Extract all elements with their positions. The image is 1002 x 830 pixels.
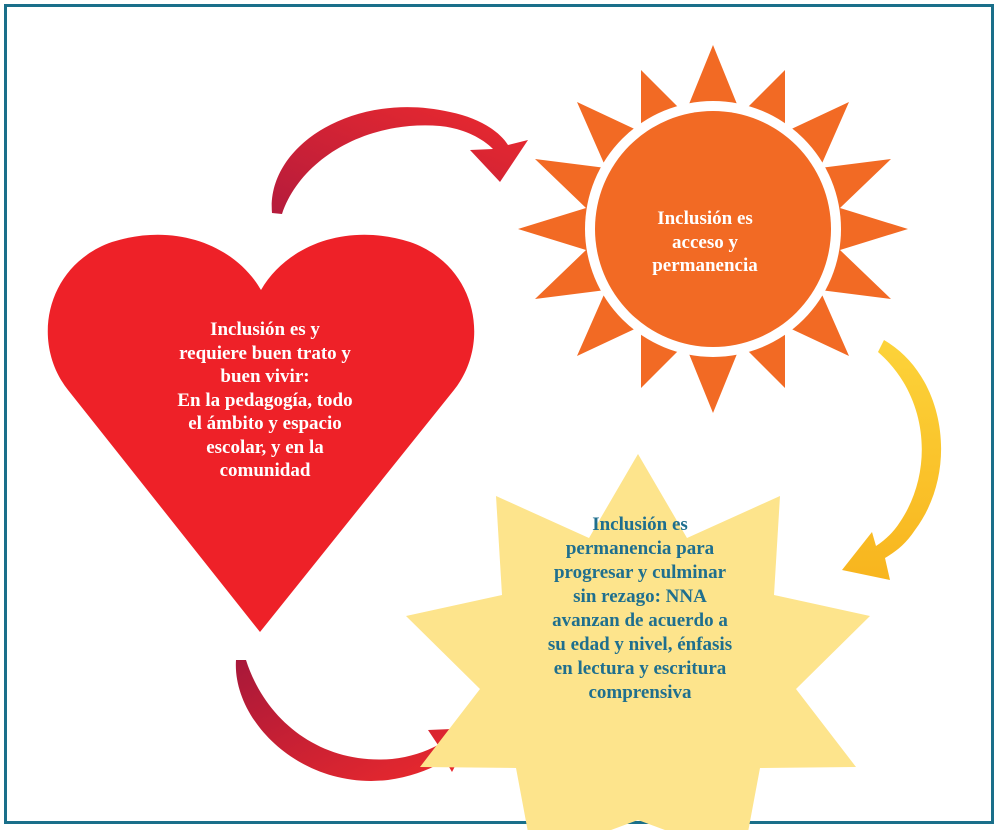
star-label-line: avanzan de acuerdo a [552,610,728,631]
heart-label-line: buen vivir: [220,366,310,387]
star-label-line: Inclusión es [592,514,688,535]
heart-label-line: escolar, y en la [206,436,324,458]
sun-label-line: acceso y [672,231,738,253]
heart-label-line: Inclusión es y [210,319,320,340]
star-label-line: progresar y culminar [553,562,727,583]
star-label-line: su edad y nivel, énfasis [547,634,733,655]
star-label-line: sin rezago: NNA [573,586,707,607]
sun-label: Inclusión es acceso y permanencia [605,207,805,278]
star-label-line: comprensiva [588,682,692,703]
star-label: Inclusión es permanencia para progresar … [490,513,790,705]
arrow-heart-to-star [235,660,475,781]
star-label-line: en lectura y escritura [553,658,727,679]
sun-disk [595,111,831,347]
star-shape [406,454,870,830]
heart-label-line: el ámbito y espacio [188,413,342,434]
sun-label-line: Inclusión es [657,208,753,229]
heart-label-line: requiere buen trato y [179,342,351,364]
heart-label-line: En la pedagogía, todo [177,389,353,411]
star-label-line: permanencia para [565,538,715,559]
heart-label: Inclusión es y requiere buen trato y bue… [100,318,430,483]
heart-shape [47,234,475,632]
heart-label-line: comunidad [219,460,311,481]
arrow-heart-to-sun [271,107,528,214]
sun-label-line: permanencia [652,255,758,276]
arrow-sun-to-star [842,340,942,580]
